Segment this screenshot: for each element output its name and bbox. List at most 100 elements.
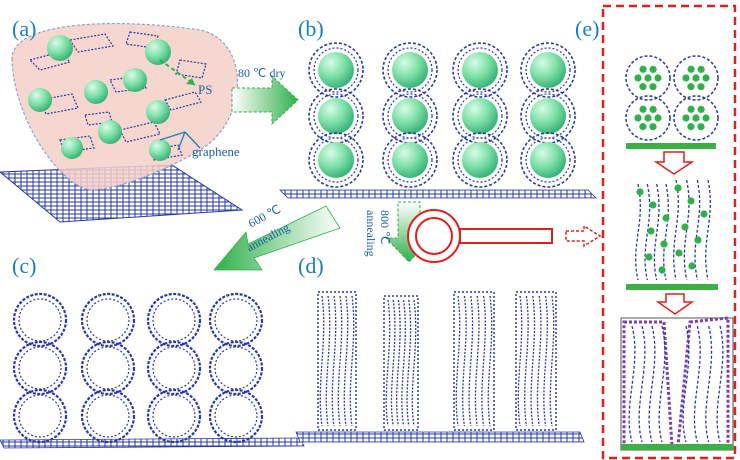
substrate-b <box>279 189 597 199</box>
pillar-strand <box>455 295 461 427</box>
hollow-shell-inner <box>152 346 196 390</box>
graphene-shell-inner <box>313 137 359 183</box>
e-shell <box>625 55 671 101</box>
hollow-shell-inner <box>86 394 130 438</box>
ps-sphere <box>392 52 428 88</box>
panel-label-d: (d) <box>298 253 324 278</box>
ps-pointer-head <box>186 78 195 85</box>
ps-sphere <box>530 98 566 134</box>
e-strand <box>663 183 669 281</box>
e-ps-bead <box>675 249 683 257</box>
panel-b <box>279 42 597 199</box>
e-ps-bead <box>688 262 696 270</box>
e-ps-bead <box>694 236 702 244</box>
pillar-strand <box>385 299 391 427</box>
anneal800-word: annealing <box>364 210 378 257</box>
e-ps-bead <box>644 114 652 122</box>
e-ps-bead <box>682 114 690 122</box>
e-ps-bead <box>654 74 662 82</box>
ps-sphere <box>392 98 428 134</box>
ps-label: PS <box>198 82 213 97</box>
graphene-shell <box>452 132 508 188</box>
e-top <box>625 55 719 149</box>
e-ps-bead <box>692 114 700 122</box>
e-ps-bead <box>697 123 705 131</box>
pillar-strand <box>468 295 474 427</box>
hollow-shell <box>208 340 264 396</box>
e-bottom <box>620 316 734 451</box>
hollow-shell-inner <box>18 346 62 390</box>
e-ps-bead <box>649 83 657 91</box>
ps-sphere <box>318 142 354 178</box>
graphene-shell-inner <box>387 47 433 93</box>
graphene-shell-inner <box>313 47 359 93</box>
magnifier-icon <box>407 209 602 263</box>
panel-label-a: (a) <box>12 16 37 41</box>
pillar-strand <box>462 295 467 427</box>
e-ps-bead <box>674 184 682 192</box>
pillar-strand <box>331 295 337 427</box>
hollow-shell-inner <box>214 298 258 342</box>
ps-spheres <box>28 35 171 161</box>
e-ps-bead <box>687 123 695 131</box>
pillar-strand <box>487 295 493 427</box>
hollow-shell-inner <box>86 298 130 342</box>
pillar-strand <box>411 299 417 427</box>
hollow-shell-inner <box>152 394 196 438</box>
e-ps-bead <box>660 240 668 248</box>
panel-e-frame <box>601 4 737 460</box>
ps-sphere <box>462 142 498 178</box>
e-ps-bead <box>636 188 644 196</box>
pillar-strand <box>530 295 536 427</box>
e-ps-bead <box>639 65 647 73</box>
graphene-shell <box>520 132 576 188</box>
e-ps-bead <box>649 123 657 131</box>
ps-sphere <box>462 98 498 134</box>
pillar-strand <box>406 299 412 427</box>
hollow-shell <box>146 292 202 348</box>
graphene-shell-inner <box>457 47 503 93</box>
ps-sphere <box>462 52 498 88</box>
panel-c <box>0 292 305 449</box>
e-ps-bead <box>639 123 647 131</box>
substrate-d <box>295 431 585 443</box>
e-strand <box>638 325 646 443</box>
e-strand <box>648 325 656 443</box>
panel-d <box>295 291 585 443</box>
e-ps-bead <box>682 74 690 82</box>
e-shell <box>673 95 719 141</box>
pillar-strand <box>524 295 529 427</box>
hollow-shell <box>208 388 264 444</box>
e-ps-bead <box>639 105 647 113</box>
e-strand <box>635 183 641 281</box>
e-ps-bead <box>687 105 695 113</box>
substrate-c <box>0 437 305 449</box>
graphene-shell <box>452 42 508 98</box>
e-ps-bead <box>692 74 700 82</box>
pillar-strand <box>481 295 486 427</box>
pillar-strand <box>401 299 406 427</box>
e-arrow-1 <box>653 151 695 175</box>
e-strand <box>653 183 660 281</box>
hollow-shell-inner <box>152 298 196 342</box>
pillar-outline <box>383 295 419 431</box>
e-shell <box>625 95 671 141</box>
hollow-shell <box>146 388 202 444</box>
hollow-shell-inner <box>18 394 62 438</box>
panel-a <box>0 22 244 223</box>
hollow-shell-inner <box>214 346 258 390</box>
ps-sphere <box>318 98 354 134</box>
pillar-strand <box>536 295 542 427</box>
ps-sphere <box>530 142 566 178</box>
panel-label-e: (e) <box>575 16 600 41</box>
e-strand <box>694 179 701 281</box>
hollow-shell <box>12 340 68 396</box>
red-pointer-arrow <box>565 224 602 248</box>
ps-sphere <box>530 52 566 88</box>
graphene-shell-inner <box>525 137 571 183</box>
pillar-strand <box>319 295 325 427</box>
panel-label-c: (c) <box>12 253 37 278</box>
hollow-shell <box>12 292 68 348</box>
pillar-strand <box>543 295 548 427</box>
graphene-shell <box>308 42 364 98</box>
